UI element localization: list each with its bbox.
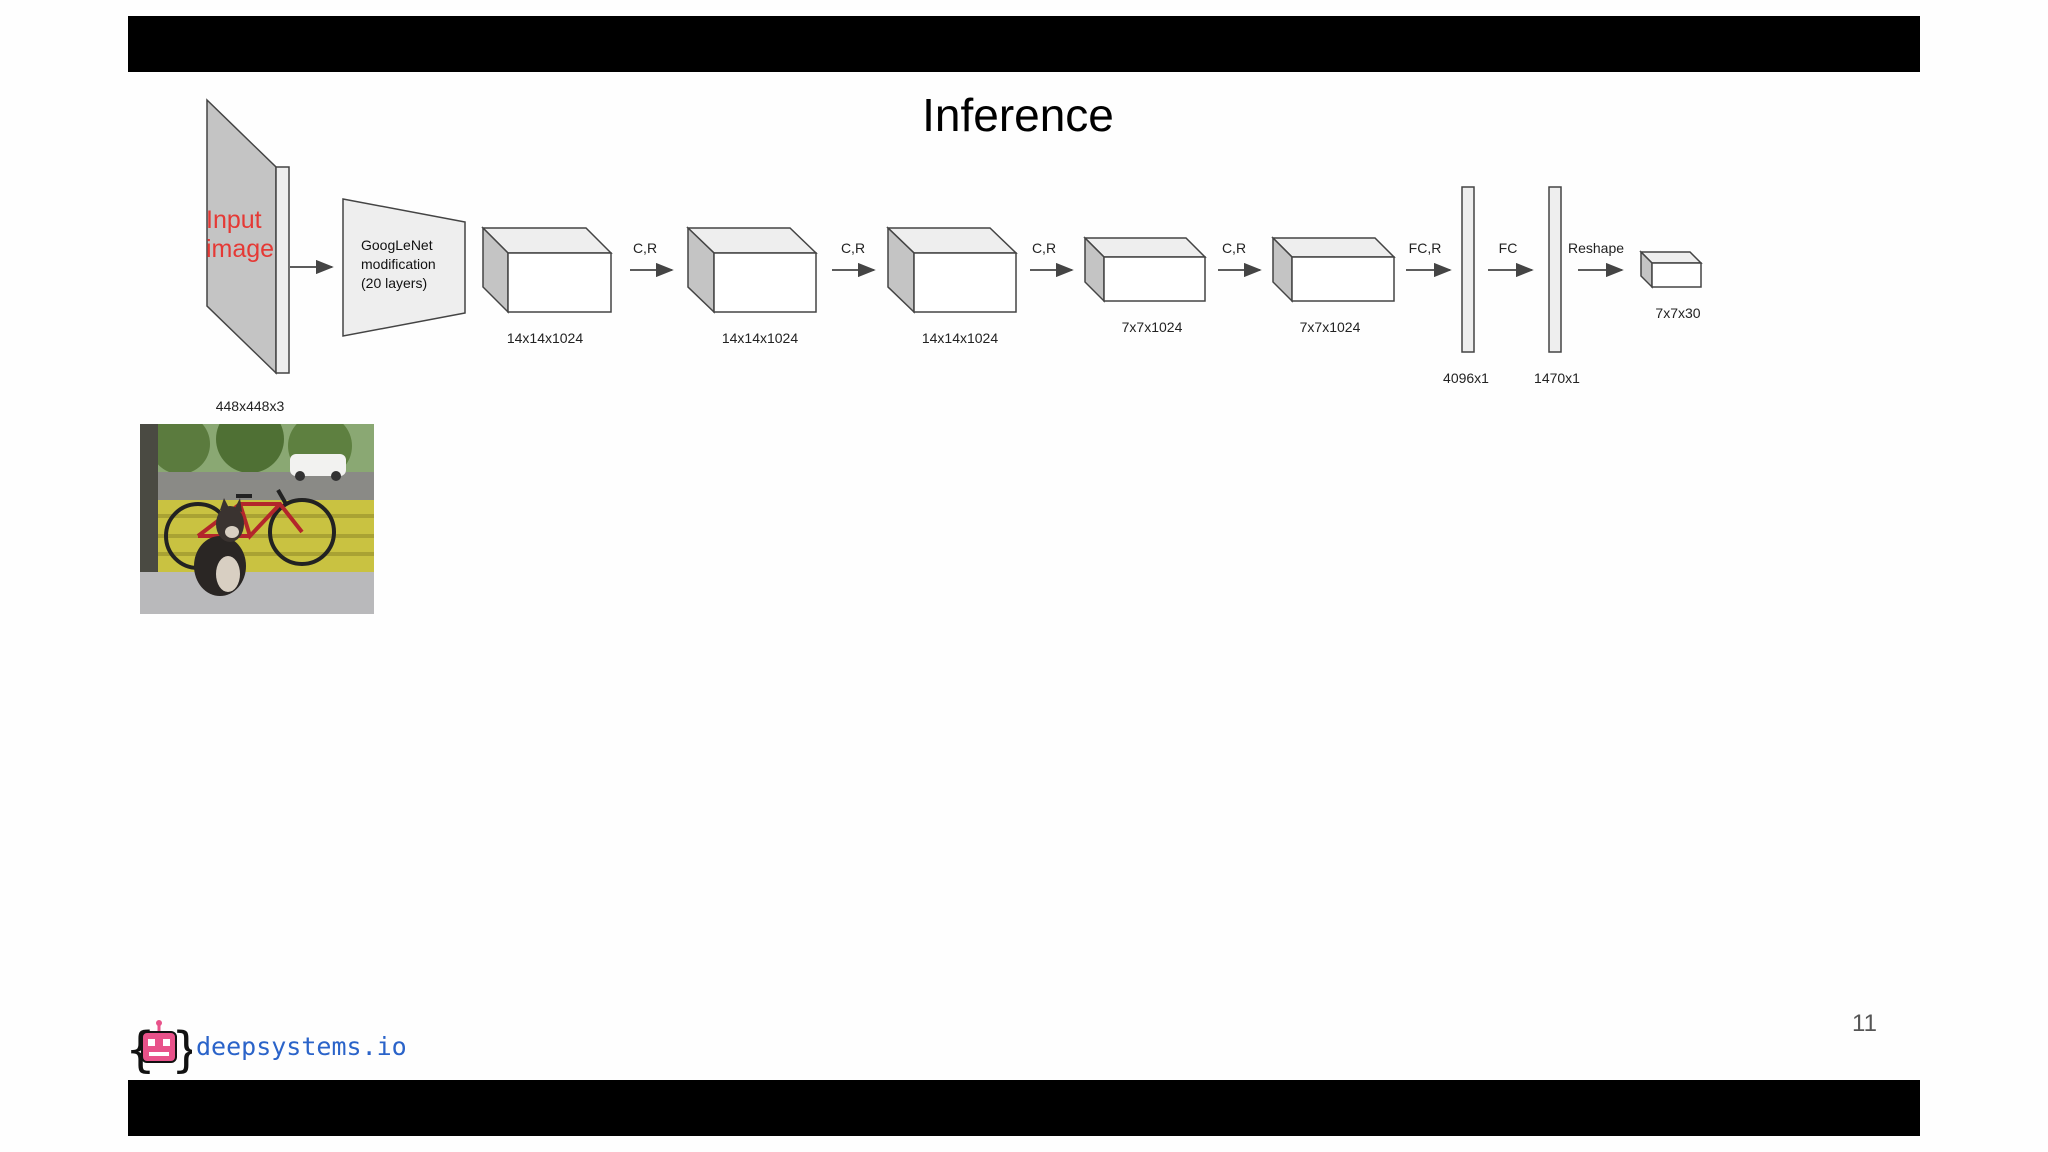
googlenet-line3: (20 layers) bbox=[361, 275, 427, 291]
layer-8-label: 7x7x30 bbox=[1655, 305, 1700, 321]
googlenet-line2: modification bbox=[361, 256, 436, 272]
input-image-slab: Input image 448x448x3 bbox=[206, 98, 290, 414]
input-label-line1: Input bbox=[206, 206, 262, 234]
layer-1-label: 14x14x1024 bbox=[507, 330, 584, 346]
input-size-label: 448x448x3 bbox=[216, 398, 285, 414]
bottom-black-bar bbox=[128, 1080, 1920, 1136]
layer-5-label: 7x7x1024 bbox=[1300, 319, 1361, 335]
fc-bar-4096 bbox=[1461, 186, 1475, 353]
top-black-bar bbox=[128, 16, 1920, 72]
op-label-1: C,R bbox=[633, 240, 657, 256]
output-box bbox=[1639, 250, 1703, 289]
googlenet-block: GoogLeNet modification (20 layers) bbox=[342, 198, 466, 337]
layer-2-label: 14x14x1024 bbox=[722, 330, 799, 346]
op-label-4: C,R bbox=[1222, 240, 1246, 256]
deepsystems-logo[interactable]: { } deepsystems.io bbox=[126, 1018, 407, 1078]
op-label-7: Reshape bbox=[1568, 240, 1624, 256]
layer-4-label: 7x7x1024 bbox=[1122, 319, 1183, 335]
layer-box-2 bbox=[686, 226, 818, 314]
googlenet-line1: GoogLeNet bbox=[361, 237, 433, 253]
layer-box-3 bbox=[886, 226, 1018, 314]
svg-text:}: } bbox=[172, 1022, 192, 1078]
op-label-5: FC,R bbox=[1409, 240, 1442, 256]
op-label-2: C,R bbox=[841, 240, 865, 256]
logo-text[interactable]: deepsystems.io bbox=[196, 1032, 407, 1061]
slide-title: Inference bbox=[922, 89, 1114, 141]
input-photo-dog-bicycle bbox=[140, 424, 374, 614]
fc-bar-1470 bbox=[1548, 186, 1562, 353]
layer-box-1 bbox=[481, 226, 613, 314]
layer-7-label: 1470x1 bbox=[1534, 370, 1580, 386]
layer-3-label: 14x14x1024 bbox=[922, 330, 999, 346]
layer-6-label: 4096x1 bbox=[1443, 370, 1489, 386]
op-label-6: FC bbox=[1499, 240, 1518, 256]
input-label-line2: image bbox=[206, 235, 274, 263]
op-label-3: C,R bbox=[1032, 240, 1056, 256]
page-number: 11 bbox=[1852, 1010, 1877, 1037]
layer-box-4 bbox=[1083, 236, 1207, 303]
layer-box-5 bbox=[1271, 236, 1396, 303]
robot-logo-icon: { } bbox=[126, 1020, 192, 1078]
